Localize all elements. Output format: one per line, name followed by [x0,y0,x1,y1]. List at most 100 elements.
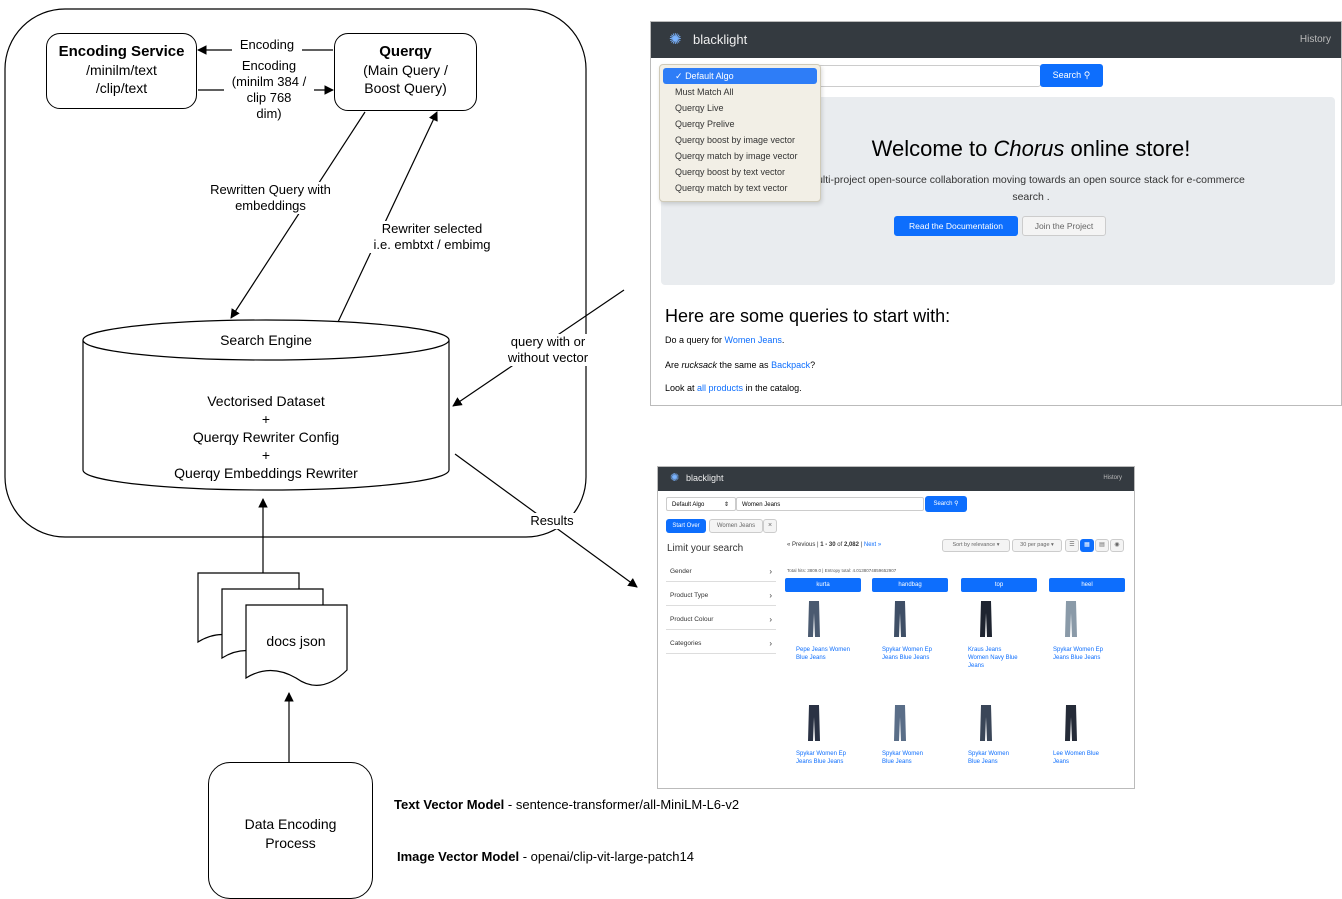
per-page-select-value: 30 per page [1020,542,1050,548]
results-algo-select-value: Default Algo [672,502,705,508]
algo-option-boost-image[interactable]: Querqy boost by image vector [675,135,796,145]
querqy-title: Querqy [379,43,432,60]
search-engine-contents: Vectorised Dataset + Querqy Rewriter Con… [116,392,416,482]
backpack-link[interactable]: Backpack [771,360,811,370]
label-rewritten-query-line2: embeddings [235,198,306,213]
algo-option-querqy-live[interactable]: Querqy Live [675,103,724,113]
results-algo-select[interactable]: Default Algo ⇕ [666,497,736,511]
home-welcome-prefix: Welcome to [871,136,994,161]
results-search-button[interactable]: Search ⚲ [925,496,967,512]
algo-option-match-image[interactable]: Querqy match by image vector [675,151,798,161]
limit-search-heading: Limit your search [667,543,744,554]
algo-option-boost-text[interactable]: Querqy boost by text vector [675,167,786,177]
facet-gender[interactable]: Gender › [666,562,776,582]
chevron-right-icon: › [769,639,772,648]
view-masonry-button[interactable]: ▤ [1095,539,1109,552]
category-button-heel[interactable]: heel [1049,578,1125,592]
per-page-select[interactable]: 30 per page ▾ [1012,539,1062,552]
all-products-link[interactable]: all products [697,383,744,393]
encoding-service-endpoint-text: /minilm/text [86,62,157,78]
product-title-line: Blue Jeans [796,655,826,661]
home-search-label: Search [1052,70,1082,80]
read-docs-button[interactable]: Read the Documentation [894,216,1018,236]
data-encoding-box: Data Encoding Process [208,762,373,899]
label-encoding-request: Encoding [232,37,302,53]
blacklight-logo-icon: ✺ [670,472,680,484]
constraint-remove-button[interactable]: × [763,519,777,533]
search-icon: ⚲ [954,501,959,507]
blacklight-logo-icon: ✺ [669,31,682,48]
sort-select[interactable]: Sort by relevance ▾ [942,539,1010,552]
join-project-button[interactable]: Join the Project [1022,216,1106,236]
home-brand[interactable]: blacklight [693,32,748,47]
algo-option-default[interactable]: ✓ Default Algo [663,68,817,84]
pagination-next[interactable]: Next » [863,542,882,548]
label-query-with-vector: query with or without vector [498,334,598,366]
facet-product-type-label: Product Type [670,592,709,599]
query-example-1-suffix: . [781,335,785,345]
label-results: Results [522,513,582,529]
home-welcome-suffix: online store! [1064,136,1191,161]
text-vector-model-label: Text Vector Model [394,797,505,812]
search-engine-line-plus2: + [261,447,271,463]
pagination-prev[interactable]: « Previous [787,542,816,548]
home-navbar: ✺ blacklight History [651,22,1341,58]
facet-product-type[interactable]: Product Type› [666,586,776,606]
close-icon: × [767,522,773,529]
view-gallery-button[interactable]: ▦ [1080,539,1094,552]
facet-categories[interactable]: Categories› [666,634,776,654]
women-jeans-link[interactable]: Women Jeans [724,335,782,345]
query-example-3: Look at all products in the catalog. [665,383,802,393]
home-search-input[interactable] [811,65,1041,87]
product-title-line: Jeans Blue Jeans [796,759,844,765]
facet-gender-label: Gender [670,568,692,575]
results-history-link[interactable]: History [1103,475,1122,481]
view-slideshow-button[interactable]: ◉ [1110,539,1124,552]
home-history-link[interactable]: History [1299,34,1331,45]
jeans-product-image [894,601,906,637]
home-search-button[interactable]: Search ⚲ [1040,64,1103,87]
product-title-line: Spykar Women [968,751,1009,757]
results-navbar: ✺ blacklight History [658,467,1134,491]
algo-option-must-match-all[interactable]: Must Match All [675,87,734,97]
jeans-product-image [1065,601,1077,637]
category-button-handbag[interactable]: handbag [872,578,948,592]
search-engine-line-rewriter-config: Querqy Rewriter Config [192,429,340,445]
slideshow-icon: ◉ [1114,542,1120,548]
view-list-button[interactable]: ☰ [1065,539,1079,552]
select-arrows-icon: ⇕ [723,502,729,508]
label-encoding-response-line2: (minilm 384 / [231,74,307,89]
chevron-right-icon: › [769,567,772,576]
home-welcome-em: Chorus [993,136,1065,161]
algo-option-match-text[interactable]: Querqy match by text vector [675,183,788,193]
algo-option-querqy-prelive[interactable]: Querqy Prelive [675,119,735,129]
constraint-women-jeans[interactable]: Women Jeans [709,519,763,533]
results-brand[interactable]: blacklight [686,473,724,483]
product-title-line: Lee Women Blue [1053,751,1099,757]
jeans-product-image [894,705,906,741]
algo-dropdown-menu: ✓ Default Algo Must Match All Querqy Liv… [659,64,821,202]
category-button-top[interactable]: top [961,578,1037,592]
facet-product-colour[interactable]: Product Colour› [666,610,776,630]
results-query-input[interactable]: Women Jeans [736,497,924,511]
start-over-button[interactable]: Start Over [666,519,706,533]
category-button-kurta[interactable]: kurta [785,578,861,592]
home-welcome-heading: Welcome to Chorus online store! [821,136,1241,162]
